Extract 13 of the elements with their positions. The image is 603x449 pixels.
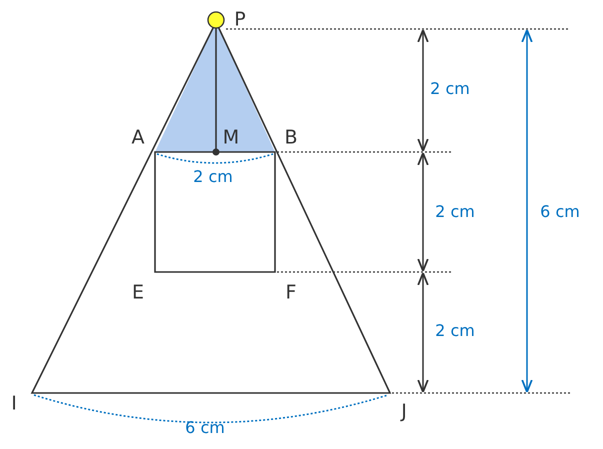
dimension-label: 2 cm [435,323,475,339]
dimension-label: 2 cm [435,204,475,220]
dimension-label: 6 cm [540,204,580,220]
point-label: J [401,402,407,422]
point-label: I [11,394,17,414]
point-label: A [132,128,144,148]
point-label: E [132,284,144,302]
point-label: B [284,128,298,148]
point-label: P [234,10,246,30]
point-label: M [222,128,240,148]
dimension-label: 2 cm [193,169,233,185]
point-label: F [286,284,296,302]
dimension-label: 2 cm [430,81,470,97]
